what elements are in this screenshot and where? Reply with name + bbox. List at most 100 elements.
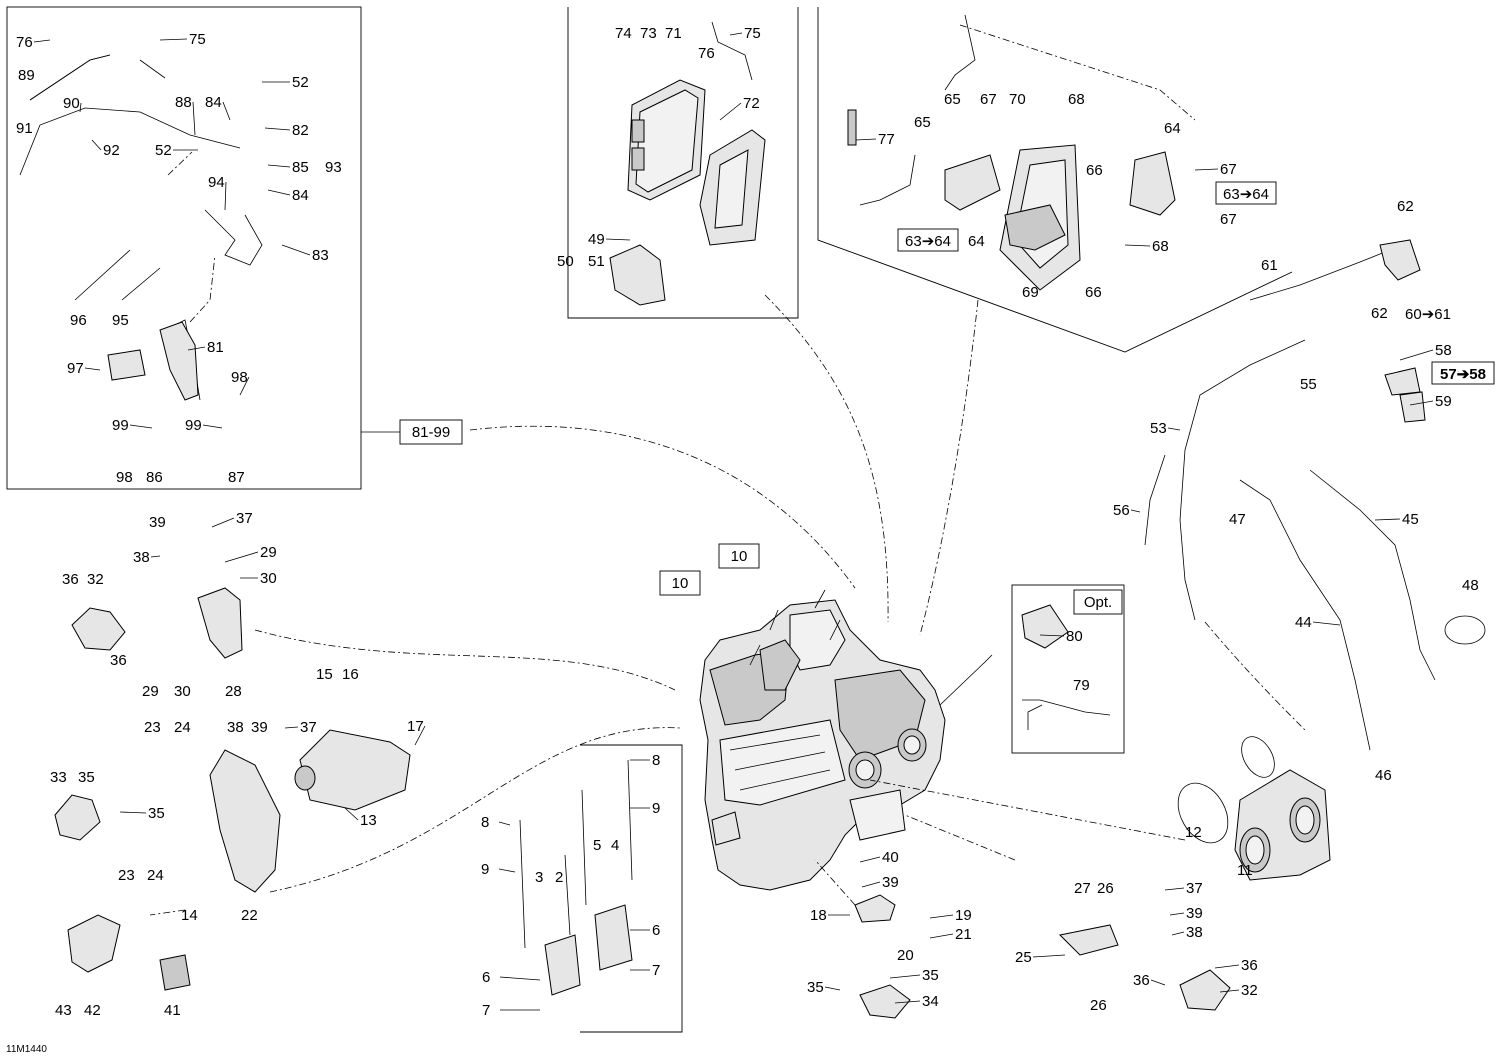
callout-c50: 50 <box>557 253 574 270</box>
callout-number: 22 <box>241 907 258 924</box>
callout-c65b: 65 <box>914 114 931 131</box>
callout-number: 47 <box>1229 511 1246 528</box>
callout-leader <box>267 189 291 196</box>
callout-number: 19 <box>955 907 972 924</box>
callout-c93: 93 <box>325 159 342 176</box>
callout-leader <box>1164 887 1185 891</box>
range-callout-63-64-right: 63➔64 <box>1215 181 1277 205</box>
callout-number: 35 <box>78 769 95 786</box>
callout-c69: 69 <box>1022 284 1039 301</box>
callout-leader <box>889 974 921 979</box>
callout-number: 32 <box>87 571 104 588</box>
callout-c59: 59 <box>1409 393 1452 410</box>
callout-c85: 85 <box>267 159 309 176</box>
callout-c36a: 36 <box>62 571 79 588</box>
callout-leader <box>1039 634 1065 637</box>
callout-c29a: 29 <box>224 544 277 563</box>
callout-c66b: 66 <box>1085 284 1102 301</box>
boxed-callout-10-left: 10 <box>659 570 701 596</box>
callout-number: 58 <box>1435 342 1452 359</box>
callout-number: 39 <box>1186 905 1203 922</box>
callout-leader <box>222 101 231 121</box>
callout-leader <box>159 38 188 41</box>
callout-c43: 43 <box>55 1002 72 1019</box>
callout-leader <box>1167 427 1181 431</box>
callout-c17: 17 <box>407 718 426 746</box>
callout-leader <box>192 101 196 136</box>
callout-number: 88 <box>175 94 192 111</box>
callout-number: 36 <box>62 571 79 588</box>
callout-c79: 79 <box>1073 677 1090 694</box>
callout-number: 84 <box>205 94 222 111</box>
callout-number: 84 <box>292 187 309 204</box>
callout-number: 36 <box>1241 957 1258 974</box>
callout-leader <box>202 424 223 429</box>
callout-number: 83 <box>312 247 329 264</box>
callout-c2: 2 <box>555 869 563 886</box>
callout-number: 62 <box>1371 305 1388 322</box>
callout-number: 76 <box>698 45 715 62</box>
callout-number: 45 <box>1402 511 1419 528</box>
callout-c36d: 36 <box>1133 972 1166 989</box>
callout-c37c: 37 <box>1164 880 1203 897</box>
callout-c23b: 23 <box>118 867 135 884</box>
callout-number: 69 <box>1022 284 1039 301</box>
callout-number: 98 <box>116 469 133 486</box>
callout-number: 29 <box>260 544 277 561</box>
callout-leader <box>224 551 259 563</box>
callout-number: 55 <box>1300 376 1317 393</box>
callout-c36b: 36 <box>110 652 127 669</box>
callout-leader <box>861 881 881 888</box>
frame-coils <box>580 744 683 1033</box>
callout-c38a: 38 <box>133 549 161 566</box>
callout-number: 61 <box>1261 257 1278 274</box>
callout-c32b: 32 <box>1219 982 1258 999</box>
callout-c58: 58 <box>1399 342 1452 361</box>
callout-c48: 48 <box>1462 577 1479 594</box>
callout-c97: 97 <box>67 360 101 377</box>
callout-number: 41 <box>164 1002 181 1019</box>
callout-leader <box>84 367 101 371</box>
ecm-module <box>609 21 766 306</box>
callout-number: 29 <box>142 683 159 700</box>
callout-c19: 19 <box>929 907 972 924</box>
callout-number: 67 <box>1220 211 1237 228</box>
callout-c39c: 39 <box>861 874 899 891</box>
callout-number: 38 <box>227 719 244 736</box>
callout-number: 26 <box>1090 997 1107 1014</box>
callout-leader <box>1171 931 1185 936</box>
callout-number: 6 <box>652 922 660 939</box>
callout-number: 18 <box>810 907 827 924</box>
frame-ecm <box>567 7 799 319</box>
callout-number: 62 <box>1397 198 1414 215</box>
range-callout-text: 57➔58 <box>1440 366 1486 383</box>
callout-c77: 77 <box>855 131 895 148</box>
callout-c37a: 37 <box>211 510 253 528</box>
callout-number: 66 <box>1086 162 1103 179</box>
callout-c35d: 35 <box>889 967 939 984</box>
callout-c24a: 24 <box>174 719 191 736</box>
callout-c13: 13 <box>344 807 377 829</box>
drawing-code: 11M1440 <box>6 1044 47 1055</box>
callout-c4: 4 <box>611 837 619 854</box>
callout-number: 96 <box>70 312 87 329</box>
callout-number: 64 <box>968 233 985 250</box>
callout-leader <box>344 807 359 821</box>
callout-c3: 3 <box>535 869 543 886</box>
misc-parts <box>19 54 1486 1019</box>
callout-number: 44 <box>1295 614 1312 631</box>
callout-number: 8 <box>652 752 660 769</box>
callout-number: 14 <box>181 907 198 924</box>
frame-panels <box>6 6 1293 1033</box>
callout-c88: 88 <box>175 94 196 136</box>
callout-c75b: 75 <box>729 25 761 42</box>
callout-c98b: 98 <box>116 469 133 486</box>
callout-c8a: 8 <box>481 814 511 831</box>
callout-number: 71 <box>665 25 682 42</box>
callout-leader <box>1032 954 1066 958</box>
callout-number: 91 <box>16 120 33 137</box>
callout-number: 20 <box>897 947 914 964</box>
callout-c80: 80 <box>1039 628 1083 645</box>
boxed-callout-text: 10 <box>731 548 748 565</box>
